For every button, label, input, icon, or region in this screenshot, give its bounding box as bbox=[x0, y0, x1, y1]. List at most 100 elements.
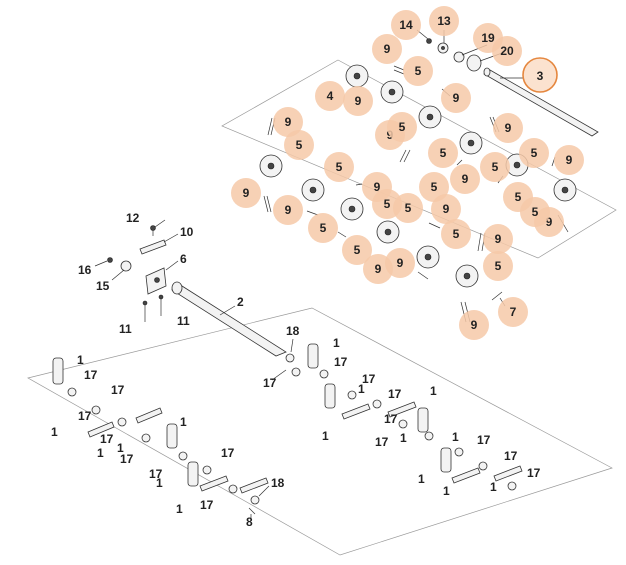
callout-1[interactable]: 1 bbox=[322, 429, 329, 443]
bearing-5e[interactable] bbox=[553, 178, 577, 202]
callout-17[interactable]: 17 bbox=[221, 446, 235, 460]
callout-11[interactable]: 11 bbox=[119, 322, 132, 336]
washer-19[interactable] bbox=[453, 51, 465, 63]
nut-16[interactable] bbox=[107, 257, 113, 263]
callout-5[interactable]: 5 bbox=[419, 172, 449, 202]
callout-5[interactable]: 5 bbox=[324, 152, 354, 182]
callout-5[interactable]: 5 bbox=[483, 251, 513, 281]
callout-4[interactable]: 4 bbox=[315, 81, 345, 111]
callout-17[interactable]: 17 bbox=[334, 355, 348, 369]
callout-11[interactable]: 11 bbox=[177, 314, 190, 328]
callout-5[interactable]: 5 bbox=[520, 197, 550, 227]
washer-20[interactable] bbox=[466, 54, 482, 72]
callout-5[interactable]: 5 bbox=[441, 219, 471, 249]
callout-17[interactable]: 17 bbox=[200, 498, 214, 512]
pin-14[interactable] bbox=[426, 38, 432, 44]
callout-9[interactable]: 9 bbox=[459, 310, 489, 340]
callout-15[interactable]: 15 bbox=[96, 279, 110, 293]
callout-1[interactable]: 1 bbox=[430, 384, 437, 398]
callout-2[interactable]: 2 bbox=[237, 295, 244, 309]
shaft-3[interactable] bbox=[483, 67, 599, 137]
callout-5[interactable]: 5 bbox=[308, 213, 338, 243]
bracket-6[interactable] bbox=[145, 267, 167, 295]
callout-5[interactable]: 5 bbox=[342, 235, 372, 265]
callout-7[interactable]: 7 bbox=[498, 297, 528, 327]
callout-1[interactable]: 1 bbox=[490, 480, 497, 494]
callout-9[interactable]: 9 bbox=[483, 224, 513, 254]
callout-9[interactable]: 9 bbox=[554, 145, 584, 175]
callout-18[interactable]: 18 bbox=[271, 476, 285, 490]
bearing-5b[interactable] bbox=[418, 105, 442, 129]
washer-18a[interactable] bbox=[285, 353, 295, 363]
callout-5[interactable]: 5 bbox=[403, 56, 433, 86]
callout-9[interactable]: 9 bbox=[231, 178, 261, 208]
callout-10[interactable]: 10 bbox=[180, 225, 194, 239]
bolt-11b[interactable] bbox=[158, 294, 164, 316]
callout-5[interactable]: 5 bbox=[428, 138, 458, 168]
callout-17[interactable]: 17 bbox=[78, 409, 92, 423]
callout-9[interactable]: 9 bbox=[385, 248, 415, 278]
callout-1[interactable]: 1 bbox=[77, 353, 84, 367]
callout-16[interactable]: 16 bbox=[78, 263, 92, 277]
callout-12[interactable]: 12 bbox=[126, 211, 140, 225]
washer-18b[interactable] bbox=[250, 495, 260, 505]
bearing-5c[interactable] bbox=[459, 131, 483, 155]
callout-1[interactable]: 1 bbox=[176, 502, 183, 516]
callout-9[interactable]: 9 bbox=[450, 164, 480, 194]
callout-17[interactable]: 17 bbox=[504, 449, 518, 463]
callout-17[interactable]: 17 bbox=[362, 372, 376, 386]
bolt-11a[interactable] bbox=[142, 300, 148, 322]
callout-1[interactable]: 1 bbox=[51, 425, 58, 439]
callout-17[interactable]: 17 bbox=[149, 467, 163, 481]
bearing-5g[interactable] bbox=[301, 178, 325, 202]
callout-1[interactable]: 1 bbox=[443, 484, 450, 498]
callout-1[interactable]: 1 bbox=[333, 336, 340, 350]
bearing-5a[interactable] bbox=[380, 80, 404, 104]
callout-6[interactable]: 6 bbox=[180, 252, 187, 266]
callout-5[interactable]: 5 bbox=[480, 152, 510, 182]
callout-1[interactable]: 1 bbox=[400, 431, 407, 445]
callout-9[interactable]: 9 bbox=[431, 194, 461, 224]
callout-5[interactable]: 5 bbox=[387, 112, 417, 142]
screw-12[interactable] bbox=[150, 225, 156, 237]
callout-20[interactable]: 20 bbox=[492, 36, 522, 66]
callout-17[interactable]: 17 bbox=[384, 412, 398, 426]
callout-17[interactable]: 17 bbox=[120, 452, 134, 466]
callout-13[interactable]: 13 bbox=[429, 6, 459, 36]
callout-3[interactable]: 3 bbox=[522, 57, 558, 93]
callout-17[interactable]: 17 bbox=[388, 387, 402, 401]
callout-17[interactable]: 17 bbox=[84, 368, 98, 382]
callout-5[interactable]: 5 bbox=[284, 130, 314, 160]
callout-1[interactable]: 1 bbox=[156, 476, 163, 490]
bearing-5j[interactable] bbox=[416, 245, 440, 269]
callout-1[interactable]: 1 bbox=[180, 415, 187, 429]
callout-9[interactable]: 9 bbox=[273, 107, 303, 137]
bracket-10[interactable] bbox=[139, 239, 167, 255]
callout-9[interactable]: 9 bbox=[343, 86, 373, 116]
callout-1[interactable]: 1 bbox=[452, 430, 459, 444]
callout-8[interactable]: 8 bbox=[246, 515, 253, 529]
callout-17[interactable]: 17 bbox=[100, 432, 114, 446]
pin-7[interactable] bbox=[491, 291, 503, 301]
bearing-5k[interactable] bbox=[455, 264, 479, 288]
bearing-5i[interactable] bbox=[376, 220, 400, 244]
callout-17[interactable]: 17 bbox=[263, 376, 277, 390]
callout-1[interactable]: 1 bbox=[97, 446, 104, 460]
callout-1[interactable]: 1 bbox=[117, 441, 124, 455]
washer-15[interactable] bbox=[120, 260, 132, 272]
callout-1[interactable]: 1 bbox=[358, 382, 365, 396]
callout-9[interactable]: 9 bbox=[273, 195, 303, 225]
callout-18[interactable]: 18 bbox=[286, 324, 300, 338]
pin-8[interactable] bbox=[248, 507, 256, 515]
bearing-5f[interactable] bbox=[259, 154, 283, 178]
shaft-2[interactable] bbox=[171, 281, 287, 357]
callout-5[interactable]: 5 bbox=[519, 138, 549, 168]
callout-9[interactable]: 9 bbox=[441, 83, 471, 113]
bearing-4[interactable] bbox=[345, 64, 369, 88]
nut-13[interactable] bbox=[437, 42, 449, 54]
callout-1[interactable]: 1 bbox=[418, 472, 425, 486]
callout-17[interactable]: 17 bbox=[527, 466, 541, 480]
callout-9[interactable]: 9 bbox=[372, 34, 402, 64]
callout-17[interactable]: 17 bbox=[111, 383, 125, 397]
callout-5[interactable]: 5 bbox=[393, 193, 423, 223]
